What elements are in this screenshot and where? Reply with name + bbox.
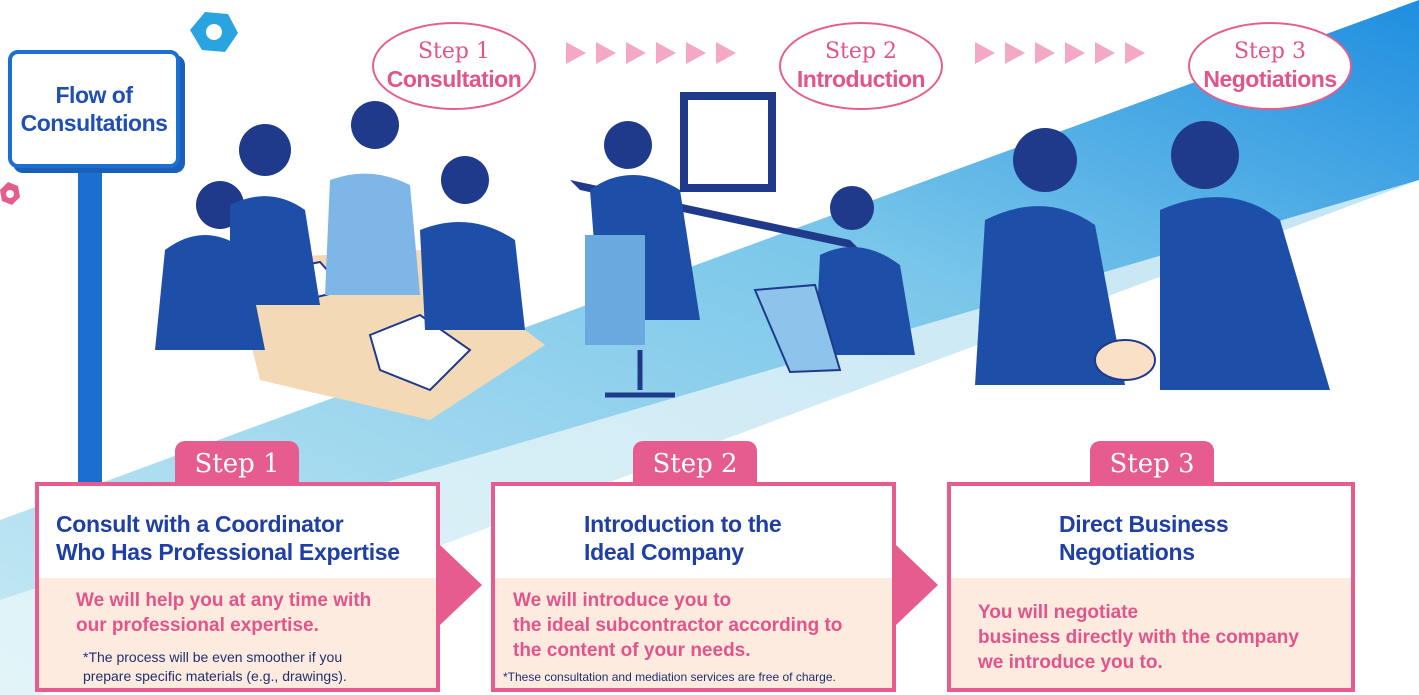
top-arrows-2 (975, 42, 1145, 64)
step-arrow-2 (896, 545, 938, 625)
step-1-body: We will help you at any time with our pr… (39, 578, 436, 688)
meeting-illustration (155, 101, 545, 420)
step-2-card: Introduction to the Ideal Company We wil… (491, 482, 896, 692)
hex-nut-icon (190, 12, 238, 52)
arrow-right-icon (596, 42, 616, 64)
arrow-right-icon (716, 42, 736, 64)
step-2-heading: Introduction to the Ideal Company (495, 486, 892, 578)
arrow-right-icon (975, 42, 995, 64)
step-2-heading-line-1: Introduction to the (584, 511, 782, 537)
arrow-right-icon (566, 42, 586, 64)
step-2-body: We will introduce you to the ideal subco… (495, 578, 892, 688)
arrow-right-icon (1005, 42, 1025, 64)
arrow-right-icon (1095, 42, 1115, 64)
handshake-illustration (975, 121, 1330, 390)
step-2-tab: Step 2 (633, 441, 757, 487)
top-step-3-oval: Step 3 Negotiations (1188, 22, 1352, 110)
top-step-2-name: Introduction (796, 66, 926, 92)
top-arrows-1 (566, 42, 736, 64)
step-1-heading-line-2: Who Has Professional Expertise (56, 539, 400, 565)
step-2-heading-line-2: Ideal Company (584, 539, 744, 565)
arrow-right-icon (686, 42, 706, 64)
step-arrow-1 (440, 545, 482, 625)
step-3-heading-line-2: Negotiations (1059, 539, 1195, 565)
step-1-tab: Step 1 (175, 441, 299, 487)
flow-of-consultations-sign: Flow of Consultations (8, 50, 180, 168)
step-3-tab: Step 3 (1090, 441, 1214, 487)
step-3-heading: Direct Business Negotiations (951, 486, 1351, 578)
top-step-2-label: Step 2 (824, 39, 897, 64)
step-3-card: Direct Business Negotiations You will ne… (947, 482, 1355, 692)
step-1-text: We will help you at any time with our pr… (76, 590, 372, 636)
step-2-text: We will introduce you to the ideal subco… (513, 590, 843, 661)
top-step-1-name: Consultation (386, 66, 522, 92)
step-3-body: You will negotiate business directly wit… (951, 578, 1351, 688)
step-3-heading-line-1: Direct Business (1059, 511, 1229, 537)
top-step-3-name: Negotiations (1203, 66, 1337, 92)
arrow-right-icon (1035, 42, 1055, 64)
top-step-2-oval: Step 2 Introduction (779, 22, 943, 110)
step-1-heading-line-1: Consult with a Coordinator (56, 511, 344, 537)
arrow-right-icon (1065, 42, 1085, 64)
sign-line-2: Consultations (20, 110, 168, 136)
signpost-pole (78, 150, 102, 490)
arrow-right-icon (656, 42, 676, 64)
step-1-card: Consult with a Coordinator Who Has Profe… (35, 482, 440, 692)
hex-nut-small-icon (0, 182, 20, 205)
computer-work-illustration (570, 92, 915, 398)
top-step-3-label: Step 3 (1233, 39, 1306, 64)
top-step-1-oval: Step 1 Consultation (372, 22, 536, 110)
arrow-right-icon (1125, 42, 1145, 64)
step-1-heading: Consult with a Coordinator Who Has Profe… (39, 486, 436, 578)
step-1-note: *The process will be even smoother if yo… (83, 649, 347, 684)
step-2-note: *These consultation and mediation servic… (503, 670, 836, 684)
arrow-right-icon (626, 42, 646, 64)
top-step-1-label: Step 1 (417, 39, 490, 64)
step-3-text: You will negotiate business directly wit… (978, 602, 1299, 673)
sign-line-1: Flow of (55, 82, 133, 108)
